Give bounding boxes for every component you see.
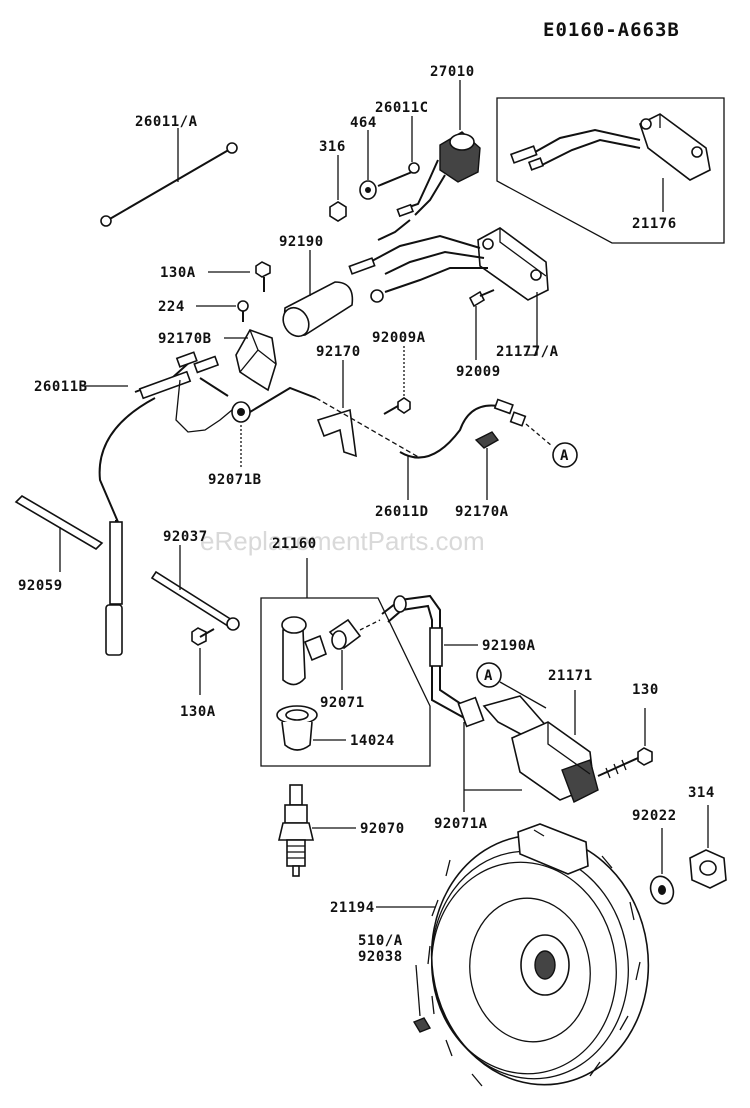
screw-224[interactable] — [237, 300, 249, 322]
label-464: 464 — [350, 115, 377, 131]
svg-text:A: A — [560, 448, 569, 464]
bolt-130a-top[interactable] — [255, 261, 271, 292]
callout-a-top: A — [552, 442, 578, 468]
lead-26011d[interactable] — [249, 386, 527, 459]
label-130a-top: 130A — [160, 265, 196, 281]
label-92059: 92059 — [18, 578, 63, 594]
plug-cap-26011b[interactable] — [105, 520, 123, 656]
label-27010: 27010 — [430, 64, 475, 80]
label-92009a: 92009A — [372, 330, 426, 346]
lead-92190a[interactable] — [359, 594, 485, 728]
inset-21176 — [496, 97, 725, 244]
plug-connector[interactable] — [281, 616, 327, 686]
label-92037: 92037 — [163, 529, 208, 545]
label-92190: 92190 — [279, 234, 324, 250]
label-21171: 21171 — [548, 668, 593, 684]
label-92170: 92170 — [316, 344, 361, 360]
label-92009: 92009 — [456, 364, 501, 380]
nut-314[interactable] — [689, 849, 727, 889]
label-92022: 92022 — [632, 808, 677, 824]
key-510a-92038[interactable] — [412, 1017, 432, 1033]
bolt-92009[interactable] — [468, 289, 495, 308]
clamp-92170[interactable] — [316, 408, 357, 458]
ignition-unit-21177a[interactable] — [348, 227, 549, 303]
washer-92022[interactable] — [647, 873, 677, 907]
boot-92071[interactable] — [328, 618, 362, 650]
label-21176: 21176 — [632, 216, 677, 232]
label-21177a: 21177/A — [496, 344, 559, 360]
svg-text:A: A — [484, 668, 493, 684]
label-92038: 92038 — [358, 949, 403, 965]
capacitor-92190[interactable] — [278, 281, 354, 341]
screw-92009a[interactable] — [383, 397, 411, 415]
label-26011c: 26011C — [375, 100, 429, 116]
rod-92059[interactable] — [14, 494, 104, 551]
flywheel-21194[interactable] — [416, 821, 665, 1099]
spark-plug-92070[interactable] — [277, 784, 315, 877]
label-92170a: 92170A — [455, 504, 509, 520]
lead-26011b[interactable] — [98, 351, 233, 523]
label-21194: 21194 — [330, 900, 375, 916]
label-26011b: 26011B — [34, 379, 88, 395]
bolt-130[interactable] — [597, 747, 653, 779]
label-130: 130 — [632, 682, 659, 698]
label-314: 314 — [688, 785, 715, 801]
label-21160: 21160 — [272, 536, 317, 552]
assembly-box-21160 — [260, 597, 431, 767]
callout-a-bottom: A — [476, 662, 502, 688]
stud-92037[interactable] — [150, 570, 240, 631]
grommet-14024[interactable] — [276, 705, 318, 751]
label-130a-bottom: 130A — [180, 704, 216, 720]
label-316: 316 — [319, 139, 346, 155]
bracket-92170b[interactable] — [235, 329, 277, 392]
label-92170b: 92170B — [158, 331, 212, 347]
label-224: 224 — [158, 299, 185, 315]
label-14024: 14024 — [350, 733, 395, 749]
diagram-code: E0160-A663B — [543, 19, 680, 41]
wire-26011a[interactable] — [100, 142, 238, 227]
label-26011d: 26011D — [375, 504, 429, 520]
bolt-130a-bottom[interactable] — [191, 627, 215, 646]
module-21176[interactable] — [509, 113, 711, 181]
label-510a: 510/A — [358, 933, 403, 949]
nut-316[interactable] — [329, 201, 347, 222]
label-92071a: 92071A — [434, 816, 488, 832]
label-26011a: 26011/A — [135, 114, 198, 130]
ignition-coil-21171[interactable] — [482, 695, 599, 803]
lead-26011c[interactable] — [377, 159, 439, 218]
switch-27010[interactable] — [377, 131, 481, 241]
label-92071b: 92071B — [208, 472, 262, 488]
grommet-92071b[interactable] — [231, 401, 251, 423]
label-92070: 92070 — [360, 821, 405, 837]
clip-92170a[interactable] — [474, 431, 500, 449]
label-92190a: 92190A — [482, 638, 536, 654]
label-92071: 92071 — [320, 695, 365, 711]
watermark: eReplacementParts.com — [200, 526, 485, 556]
